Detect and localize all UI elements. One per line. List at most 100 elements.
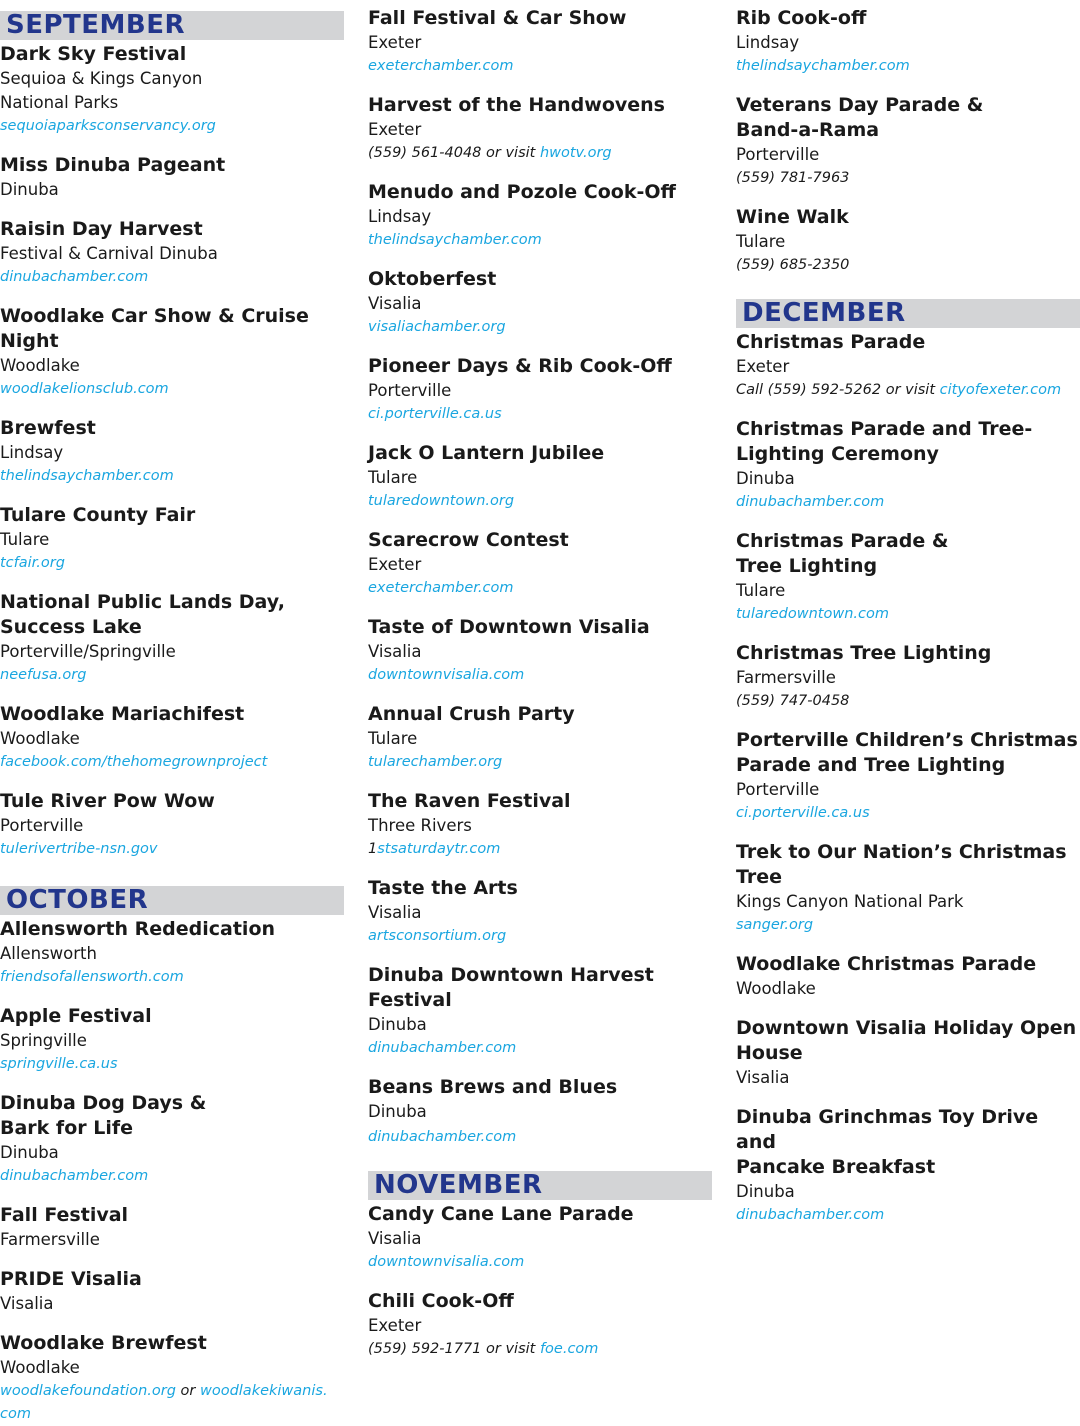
event-link[interactable]: dinubachamber.com (736, 1207, 885, 1223)
event-link[interactable]: woodlakefoundation.org (0, 1383, 176, 1399)
event-link[interactable]: dinubachamber.com (0, 1168, 149, 1184)
event-link[interactable]: tularechamber.org (368, 754, 503, 770)
event-title: Woodlake Car Show & Cruise (0, 305, 309, 327)
event-location: Visalia (736, 1068, 790, 1087)
event-location: National Parks (0, 93, 119, 112)
event-title: PRIDE Visalia (0, 1268, 142, 1290)
event-location: Lindsay (736, 33, 800, 52)
event-item: Christmas Tree Lighting Farmersville (55… (736, 641, 1080, 713)
month-header-december: DECEMBER (736, 299, 1080, 328)
event-link[interactable]: downtownvisalia.com (368, 1254, 525, 1270)
event-location: Visalia (368, 642, 422, 661)
event-title: Allensworth Rededication (0, 918, 276, 940)
event-link[interactable]: thelindsaychamber.com (736, 58, 910, 74)
event-link[interactable]: friendsofallensworth.com (0, 969, 184, 985)
event-phone: Call (559) 592-5262 or visit (736, 382, 940, 398)
event-location: Visalia (368, 1229, 422, 1248)
event-title: Christmas Parade (736, 331, 926, 353)
event-link[interactable]: stsaturdaytr.com (377, 841, 501, 857)
event-link[interactable]: woodlakelionsclub.com (0, 381, 169, 397)
event-item: Pioneer Days & Rib Cook-Off Porterville … (368, 354, 712, 426)
event-title: Success Lake (0, 616, 142, 638)
event-link[interactable]: facebook.com/thehomegrownproject (0, 754, 268, 770)
event-item: Annual Crush Party Tulare tularechamber.… (368, 702, 712, 774)
event-link[interactable]: tularedowntown.org (368, 493, 515, 509)
event-item: Menudo and Pozole Cook-Off Lindsay theli… (368, 180, 712, 252)
event-location: Porterville (736, 780, 820, 799)
event-title: Band-a-Rama (736, 119, 880, 141)
event-location: Dinuba (0, 1143, 59, 1162)
event-location: Visalia (368, 294, 422, 313)
event-link[interactable]: neefusa.org (0, 667, 87, 683)
event-link[interactable]: sequoiaparksconservancy.org (0, 118, 216, 134)
column-1: SEPTEMBER Dark Sky Festival Sequioa & Ki… (0, 0, 344, 1426)
event-contact: (559) 592-1771 or visit foe.com (368, 1338, 712, 1361)
event-link[interactable]: artsconsortium.org (368, 928, 507, 944)
event-item: Jack O Lantern Jubilee Tulare tularedown… (368, 441, 712, 513)
event-location: Tulare (368, 729, 418, 748)
event-link[interactable]: exeterchamber.com (368, 580, 514, 596)
event-item: Wine Walk Tulare (559) 685-2350 (736, 205, 1080, 277)
event-phone: (559) 747-0458 (736, 693, 850, 709)
event-phone: (559) 592-1771 or visit (368, 1341, 540, 1357)
event-title: Dark Sky Festival (0, 43, 187, 65)
event-link[interactable]: sanger.org (736, 917, 814, 933)
event-item: Christmas Parade and Tree- Lighting Cere… (736, 417, 1080, 514)
event-title: Fall Festival & Car Show (368, 7, 627, 29)
event-link[interactable]: tulerivertribe-nsn.gov (0, 841, 158, 857)
event-link[interactable]: tcfair.org (0, 555, 65, 571)
event-link[interactable]: dinubachamber.com (368, 1129, 517, 1145)
event-title: Miss Dinuba Pageant (0, 154, 226, 176)
event-item: Woodlake Christmas Parade Woodlake (736, 952, 1080, 1001)
event-title: Beans Brews and Blues (368, 1076, 618, 1098)
event-link[interactable]: dinubachamber.com (368, 1040, 517, 1056)
event-location: Visalia (368, 903, 422, 922)
event-contact: woodlakefoundation.org or woodlakekiwani… (0, 1380, 344, 1403)
event-title: Christmas Tree Lighting (736, 642, 992, 664)
event-link[interactable]: exeterchamber.com (368, 58, 514, 74)
event-location: Exeter (368, 33, 422, 52)
event-title: Downtown Visalia Holiday Open (736, 1017, 1077, 1039)
event-phone: (559) 781-7963 (736, 170, 850, 186)
event-link[interactable]: visaliachamber.org (368, 319, 506, 335)
event-title: Pancake Breakfast (736, 1156, 936, 1178)
event-location: Dinuba (736, 1182, 795, 1201)
event-title: Wine Walk (736, 206, 849, 228)
event-location: Farmersville (0, 1230, 100, 1249)
event-location: Exeter (368, 120, 422, 139)
event-item: Beans Brews and Blues Dinuba dinubachamb… (368, 1075, 712, 1149)
event-location: Springville (0, 1031, 87, 1050)
event-link[interactable]: springville.ca.us (0, 1056, 118, 1072)
event-title: Lighting Ceremony (736, 443, 939, 465)
event-link[interactable]: ci.porterville.ca.us (368, 406, 502, 422)
event-location: Tulare (736, 581, 786, 600)
event-link[interactable]: thelindsaychamber.com (0, 468, 174, 484)
event-title: Apple Festival (0, 1005, 152, 1027)
event-item: Woodlake Brewfest Woodlake woodlakefound… (0, 1331, 344, 1426)
event-link[interactable]: thelindsaychamber.com (368, 232, 542, 248)
event-location: Tulare (0, 530, 50, 549)
event-location: Woodlake (0, 1358, 80, 1377)
event-title: Taste of Downtown Visalia (368, 616, 650, 638)
event-link[interactable]: ci.porterville.ca.us (736, 805, 870, 821)
event-link[interactable]: hwotv.org (539, 145, 612, 161)
event-link[interactable]: dinubachamber.com (736, 494, 885, 510)
event-item: National Public Lands Day, Success Lake … (0, 590, 344, 687)
event-item: Dark Sky Festival Sequioa & Kings Canyon… (0, 42, 344, 138)
event-title: Oktoberfest (368, 268, 497, 290)
event-title: Taste the Arts (368, 877, 518, 899)
event-link[interactable]: cityofexeter.com (939, 382, 1062, 398)
event-location: Woodlake (0, 729, 80, 748)
event-link[interactable]: woodlakekiwanis. (199, 1383, 328, 1399)
event-link[interactable]: tularedowntown.com (736, 606, 889, 622)
event-location: Porterville (0, 816, 84, 835)
event-title: Chili Cook-Off (368, 1290, 514, 1312)
event-title: Scarecrow Contest (368, 529, 569, 551)
event-title: Pioneer Days & Rib Cook-Off (368, 355, 672, 377)
event-item: Dinuba Dog Days & Bark for Life Dinuba d… (0, 1091, 344, 1188)
event-link[interactable]: downtownvisalia.com (368, 667, 525, 683)
event-title: Trek to Our Nation’s Christmas (736, 841, 1067, 863)
event-link[interactable]: foe.com (539, 1341, 599, 1357)
event-title: Dinuba Downtown Harvest (368, 964, 654, 986)
event-link[interactable]: dinubachamber.com (0, 269, 149, 285)
